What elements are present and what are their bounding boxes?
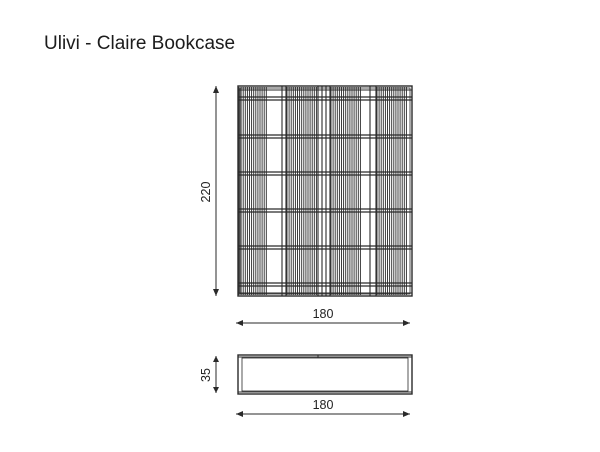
plan-outer-outline [237, 354, 413, 395]
depth-arrow-top [213, 356, 219, 362]
front-width-arrow-right [403, 320, 410, 326]
bookcase-inner-frame [239, 87, 411, 295]
front-width-dimension-label: 180 [313, 307, 334, 321]
front-width-arrow-left [236, 320, 243, 326]
height-arrow-bottom [213, 289, 219, 296]
height-dimension-label: 220 [199, 182, 213, 203]
front-width-dimension: 180 [236, 307, 410, 326]
plan-width-dimension: 180 [236, 398, 410, 417]
top-plan-view [237, 354, 413, 395]
front-elevation-view [237, 85, 413, 297]
drawing-title: Ulivi - Claire Bookcase [44, 33, 236, 54]
depth-arrow-bottom [213, 387, 219, 393]
plan-width-arrow-right [403, 411, 410, 417]
height-arrow-top [213, 86, 219, 93]
height-dimension: 220 [199, 86, 219, 296]
plan-inner-outline [241, 357, 409, 392]
plan-width-arrow-left [236, 411, 243, 417]
plan-width-dimension-label: 180 [313, 398, 334, 412]
depth-dimension: 35 [199, 356, 219, 393]
bookcase-outer-frame [237, 85, 413, 297]
depth-dimension-label: 35 [199, 368, 213, 382]
